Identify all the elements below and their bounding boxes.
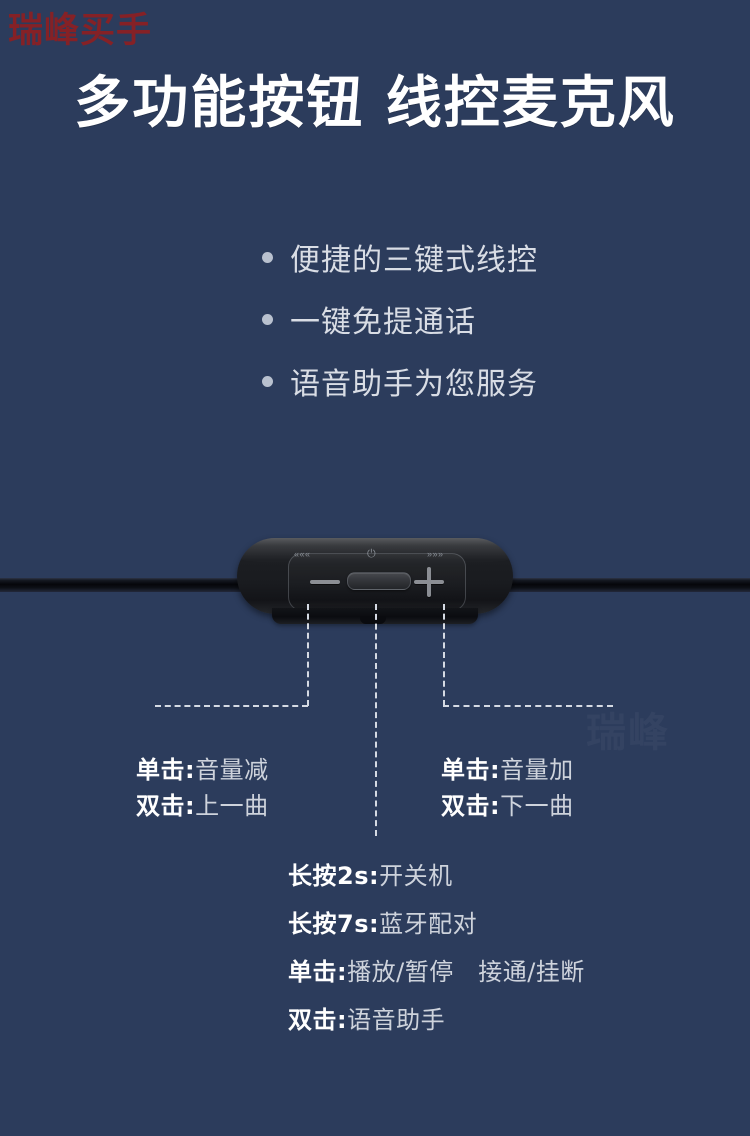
faint-watermark: 瑞峰 (586, 700, 670, 758)
callout-row: 双击:上一曲 (136, 788, 269, 824)
leader-line-left-vertical (307, 604, 309, 706)
volume-up-button (414, 567, 444, 597)
bullet-dot-icon (262, 313, 273, 325)
leader-line-right-vertical (443, 604, 445, 706)
callout-volume-down: 单击:音量减 双击:上一曲 (136, 752, 269, 824)
callout-value: 音量加 (500, 756, 574, 784)
callout-row: 单击:音量减 (136, 752, 269, 788)
bullet-dot-icon (262, 375, 273, 387)
callout-row: 长按7s:蓝牙配对 (288, 900, 585, 948)
leader-line-left-horizontal (155, 705, 308, 707)
callout-key: 长按2s: (288, 862, 380, 890)
callout-value: 音量减 (195, 756, 269, 784)
volume-down-button (310, 580, 340, 584)
feature-label: 便捷的三键式线控 (290, 243, 538, 278)
feature-list: 便捷的三键式线控 一键免提通话 语音助手为您服务 (262, 226, 682, 412)
callout-row: 双击:语音助手 (288, 996, 585, 1044)
callout-value: 上一曲 (195, 792, 269, 820)
callout-key: 长按7s: (288, 910, 380, 938)
callout-key: 单击: (288, 958, 348, 986)
bullet-dot-icon (262, 251, 273, 263)
callout-value: 语音助手 (347, 1006, 446, 1034)
callout-row: 双击:下一曲 (441, 788, 574, 824)
callout-row: 长按2s:开关机 (288, 852, 585, 900)
callout-value: 蓝牙配对 (379, 910, 478, 938)
callout-row: 单击:播放/暂停 接通/挂断 (288, 948, 585, 996)
callout-play-power: 长按2s:开关机 长按7s:蓝牙配对 单击:播放/暂停 接通/挂断 双击:语音助… (288, 852, 585, 1044)
callout-row: 单击:音量加 (441, 752, 574, 788)
callout-value: 开关机 (379, 862, 453, 890)
remote-button-panel (288, 553, 466, 611)
callout-volume-up: 单击:音量加 双击:下一曲 (441, 752, 574, 824)
inline-remote-body (237, 538, 513, 614)
page-title: 多功能按钮 线控麦克风 (74, 71, 676, 136)
callout-key: 双击: (136, 792, 196, 820)
callout-key: 单击: (441, 756, 501, 784)
leader-line-right-horizontal (443, 705, 613, 707)
callout-key: 双击: (441, 792, 501, 820)
callout-key: 双击: (288, 1006, 348, 1034)
feature-label: 语音助手为您服务 (290, 367, 538, 402)
callout-value: 下一曲 (500, 792, 574, 820)
list-item: 语音助手为您服务 (262, 350, 682, 412)
leader-line-center-vertical (375, 604, 377, 836)
list-item: 便捷的三键式线控 (262, 226, 682, 288)
list-item: 一键免提通话 (262, 288, 682, 350)
callout-value: 播放/暂停 接通/挂断 (347, 958, 585, 986)
callout-key: 单击: (136, 756, 196, 784)
seller-watermark: 瑞峰买手 (8, 11, 153, 51)
feature-label: 一键免提通话 (290, 305, 476, 340)
play-power-button (347, 572, 411, 590)
